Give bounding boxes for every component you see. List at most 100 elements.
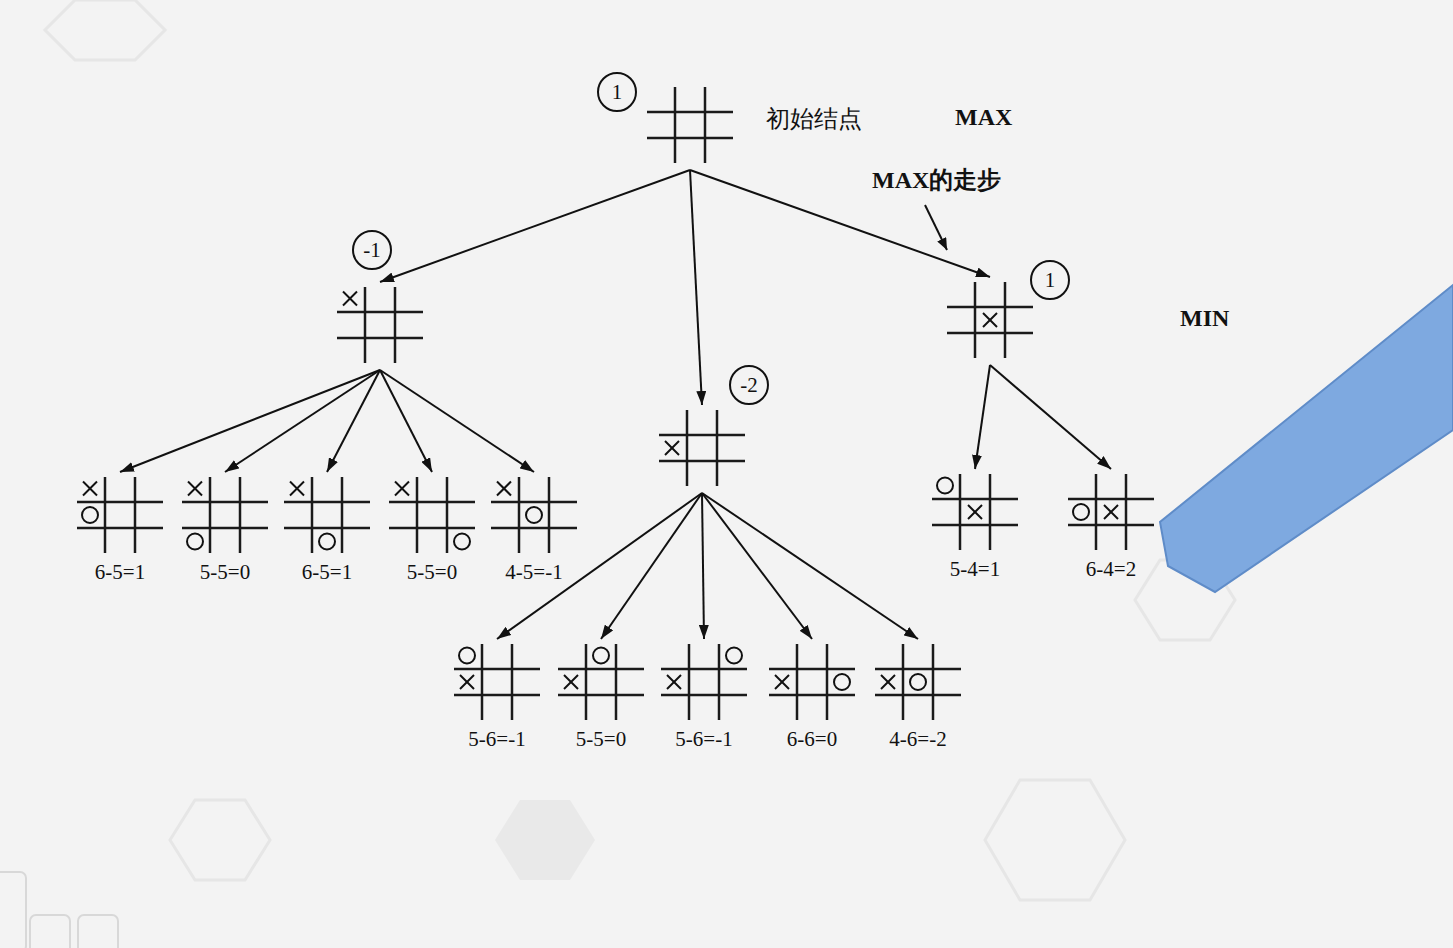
evaluation-value: 6-4=2: [1084, 558, 1138, 581]
move-arrow: [702, 493, 918, 639]
leaf-state: 5-4=1: [930, 472, 1020, 581]
cross-mark: [290, 482, 304, 496]
evaluation-row: 5-4=1: [930, 558, 1020, 581]
move-arrow: [702, 493, 704, 639]
leaf-state: 6-6=0: [767, 642, 857, 751]
board-grid: [75, 475, 165, 555]
move-arrow: [975, 365, 990, 469]
leaf-state: 5-6=-1: [659, 642, 749, 751]
move-arrow: [690, 170, 702, 405]
board-grid: [930, 472, 1020, 552]
cross-mark: [188, 482, 202, 496]
leaf-state: 5-5=0: [180, 475, 270, 584]
evaluation-value: 5-6=-1: [466, 728, 527, 751]
move-arrow: [601, 493, 702, 639]
annotation-label: 初始结点: [766, 103, 862, 135]
evaluation-value: 6-5=1: [300, 561, 354, 584]
cross-mark: [665, 441, 679, 455]
evaluation-row: 6-6=0: [767, 728, 857, 751]
nought-mark: [937, 478, 953, 494]
evaluation-value: 5-5=0: [574, 728, 628, 751]
value-circle: 1: [597, 72, 637, 112]
leaf-state: 5-5=0: [556, 642, 646, 751]
cross-mark: [1104, 505, 1118, 519]
move-arrow: [702, 493, 812, 639]
evaluation-row: 5-6=-1: [659, 728, 749, 751]
leaf-state: 5-5=0: [387, 475, 477, 584]
leaf-state: 5-6=-1: [452, 642, 542, 751]
nought-mark: [319, 534, 335, 550]
evaluation-value: 6-5=1: [93, 561, 147, 584]
board-grid: [556, 642, 646, 722]
leaf-state: 6-5=1: [282, 475, 372, 584]
evaluation-row: 4-5=-1: [489, 561, 579, 584]
evaluation-value: 5-6=-1: [673, 728, 734, 751]
leader-arrow: [925, 205, 947, 250]
move-arrow: [380, 170, 690, 282]
nought-mark: [910, 674, 926, 690]
cross-mark: [460, 675, 474, 689]
evaluation-value: 5-5=0: [198, 561, 252, 584]
board-grid: [282, 475, 372, 555]
leaf-state: 4-5=-1: [489, 475, 579, 584]
evaluation-value: 4-5=-1: [503, 561, 564, 584]
annotation-label: MAX的走步: [872, 164, 1001, 196]
evaluation-row: 4-6=-2: [873, 728, 963, 751]
board-grid: [489, 475, 579, 555]
board-grid: [645, 85, 735, 165]
nought-mark: [834, 674, 850, 690]
evaluation-row: 5-5=0: [387, 561, 477, 584]
nought-mark: [593, 648, 609, 664]
evaluation-value: 5-5=0: [405, 561, 459, 584]
cross-mark: [564, 675, 578, 689]
nought-mark: [82, 507, 98, 523]
cross-mark: [775, 675, 789, 689]
evaluation-value: 5-4=1: [948, 558, 1002, 581]
board-grid: [659, 642, 749, 722]
move-arrow: [497, 493, 702, 639]
game-state: -2: [657, 408, 747, 488]
cross-mark: [395, 482, 409, 496]
board-grid: [452, 642, 542, 722]
nought-mark: [454, 534, 470, 550]
evaluation-row: 6-4=2: [1066, 558, 1156, 581]
cross-mark: [881, 675, 895, 689]
move-arrow: [990, 365, 1111, 469]
evaluation-value: 4-6=-2: [887, 728, 948, 751]
game-state: -1: [335, 285, 425, 365]
leaf-state: 6-4=2: [1066, 472, 1156, 581]
value-circle: -1: [352, 230, 392, 270]
nought-mark: [726, 648, 742, 664]
move-arrow: [225, 370, 380, 472]
board-grid: [945, 280, 1035, 360]
game-state: 1: [945, 280, 1035, 360]
cross-mark: [667, 675, 681, 689]
cross-mark: [497, 482, 511, 496]
evaluation-value: 6-6=0: [785, 728, 839, 751]
evaluation-row: 5-5=0: [180, 561, 270, 584]
nought-mark: [1073, 504, 1089, 520]
game-state: 1: [645, 85, 735, 165]
hexagon-decor: [45, 0, 1235, 900]
cross-mark: [343, 292, 357, 306]
board-grid: [335, 285, 425, 365]
nought-mark: [526, 507, 542, 523]
board-grid: [387, 475, 477, 555]
value-circle: 1: [1030, 260, 1070, 300]
board-grid: [767, 642, 857, 722]
hexagon-decor: [495, 800, 595, 880]
board-grid: [873, 642, 963, 722]
move-arrow: [380, 370, 432, 472]
board-grid: [180, 475, 270, 555]
move-arrow: [120, 370, 380, 472]
cross-mark: [83, 482, 97, 496]
annotation-label: MAX: [955, 104, 1012, 131]
leaf-state: 4-6=-2: [873, 642, 963, 751]
evaluation-row: 6-5=1: [282, 561, 372, 584]
evaluation-row: 6-5=1: [75, 561, 165, 584]
nought-mark: [187, 534, 203, 550]
corner-squares: [0, 872, 118, 948]
presenter-arm: [1160, 285, 1453, 592]
